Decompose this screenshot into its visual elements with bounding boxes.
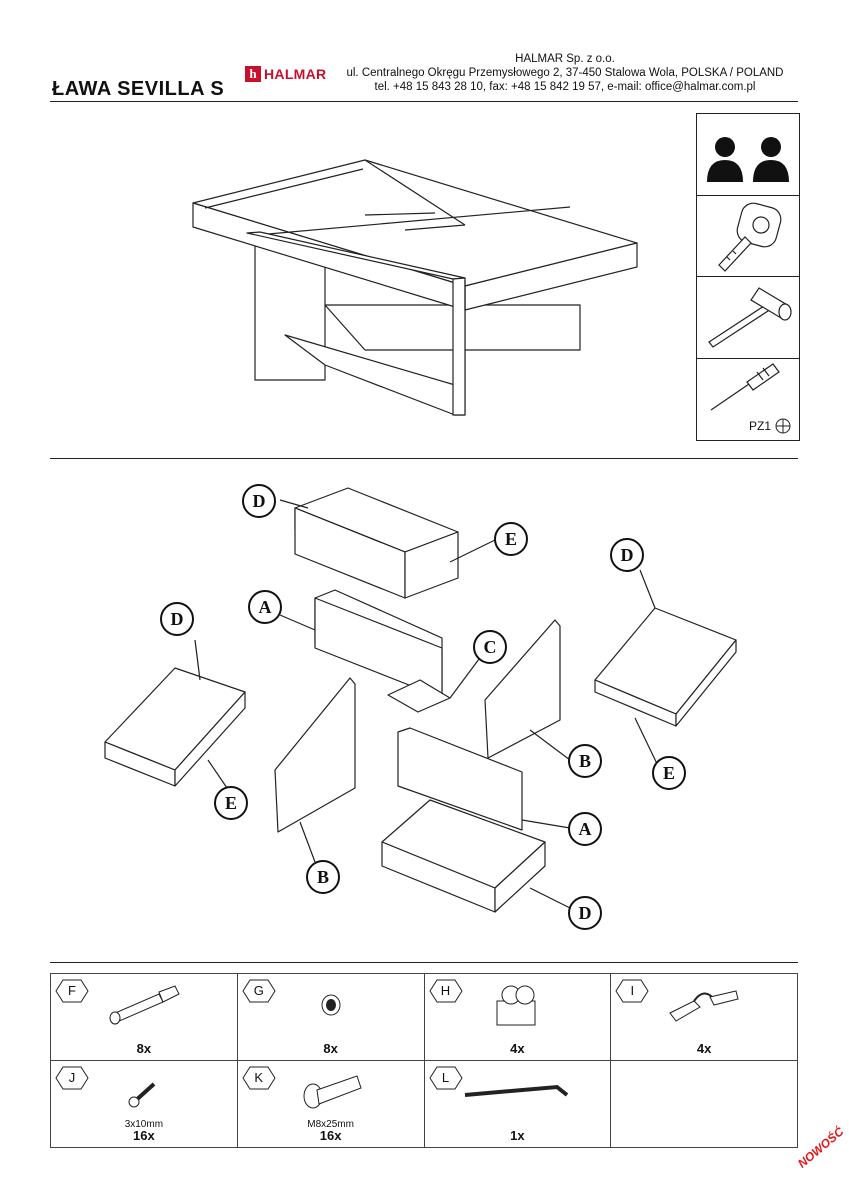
part-quantity: 16x: [319, 1128, 342, 1143]
part-label-D: D: [160, 602, 194, 636]
part-label-E: E: [214, 786, 248, 820]
screwdriver-label: PZ1: [748, 419, 771, 433]
company-name: HALMAR Sp. z o.o.: [515, 53, 615, 65]
assembled-table-illustration: [192, 159, 638, 416]
page-title: ŁAWA SEVILLA S: [52, 78, 225, 100]
part-label-D: D: [610, 538, 644, 572]
two-persons-icon: [697, 114, 799, 196]
cam-lock-icon: [425, 978, 611, 1032]
part-letter-badge: J: [55, 1066, 89, 1090]
new-badge: NOWOŚĆ: [795, 1124, 847, 1171]
part-label-A: A: [568, 812, 602, 846]
part-cell-H: H 4x: [423, 973, 612, 1061]
part-label-D: D: [568, 896, 602, 930]
part-cell-I: I 4x: [610, 973, 798, 1061]
header-divider: [50, 101, 798, 102]
screwdriver-size: PZ1: [749, 418, 791, 434]
hardware-parts-table: F 8x G 8x H 4x I 4x J 3x10mm 16x K: [50, 973, 798, 1148]
part-cell-F: F 8x: [50, 973, 238, 1061]
company-info: HALMAR Sp. z o.o. ul. Centralnego Okręgu…: [330, 52, 800, 94]
dowel-pin-icon: [51, 978, 237, 1032]
part-letter-badge: K: [242, 1066, 276, 1090]
part-label-D: D: [242, 484, 276, 518]
brand-name: HALMAR: [264, 66, 327, 82]
part-size: 3x10mm: [124, 1119, 164, 1130]
brand-logo: h HALMAR: [245, 66, 326, 82]
part-label-A: A: [248, 590, 282, 624]
part-label-E: E: [494, 522, 528, 556]
allen-key-icon: [425, 1065, 611, 1119]
section-divider: [50, 458, 798, 459]
part-label-C: C: [473, 630, 507, 664]
part-cell-J: J 3x10mm 16x: [50, 1060, 238, 1148]
company-contact: tel. +48 15 843 28 10, fax: +48 15 842 1…: [374, 81, 756, 93]
empty-cell: [610, 1060, 798, 1148]
tools-panel: PZ1: [696, 113, 800, 441]
part-label-B: B: [568, 744, 602, 778]
bracket-clip-icon: [611, 978, 797, 1032]
tape-measure-icon: [697, 195, 799, 277]
part-cell-G: G 8x: [236, 973, 425, 1061]
section-divider: [50, 962, 798, 963]
part-cell-L: L 1x: [423, 1060, 612, 1148]
company-address: ul. Centralnego Okręgu Przemysłowego 2, …: [346, 67, 784, 79]
part-cell-K: K M8x25mm 16x: [236, 1060, 425, 1148]
part-quantity: 8x: [323, 1041, 338, 1056]
phillips-cross-icon: [775, 418, 791, 434]
exploded-view-diagram: [104, 487, 737, 913]
part-letter-badge: I: [615, 979, 649, 1003]
part-letter-badge: L: [428, 1066, 463, 1090]
part-quantity: 16x: [133, 1128, 155, 1143]
part-size: M8x25mm: [307, 1119, 354, 1130]
threaded-insert-icon: [238, 978, 424, 1032]
hammer-icon: [697, 276, 799, 359]
brand-mark-icon: h: [245, 66, 261, 82]
part-quantity: 4x: [696, 1041, 712, 1056]
part-quantity: 1x: [510, 1128, 525, 1143]
part-label-E: E: [652, 756, 686, 790]
wood-screw-icon: [51, 1065, 237, 1119]
part-label-B: B: [306, 860, 340, 894]
screwdriver-icon: PZ1: [697, 358, 799, 440]
part-quantity: 4x: [510, 1041, 525, 1056]
part-letter-badge: F: [55, 979, 89, 1003]
part-letter-badge: H: [428, 979, 463, 1003]
connector-bolt-icon: [238, 1065, 424, 1119]
part-quantity: 8x: [136, 1041, 152, 1056]
part-letter-badge: G: [242, 979, 276, 1003]
